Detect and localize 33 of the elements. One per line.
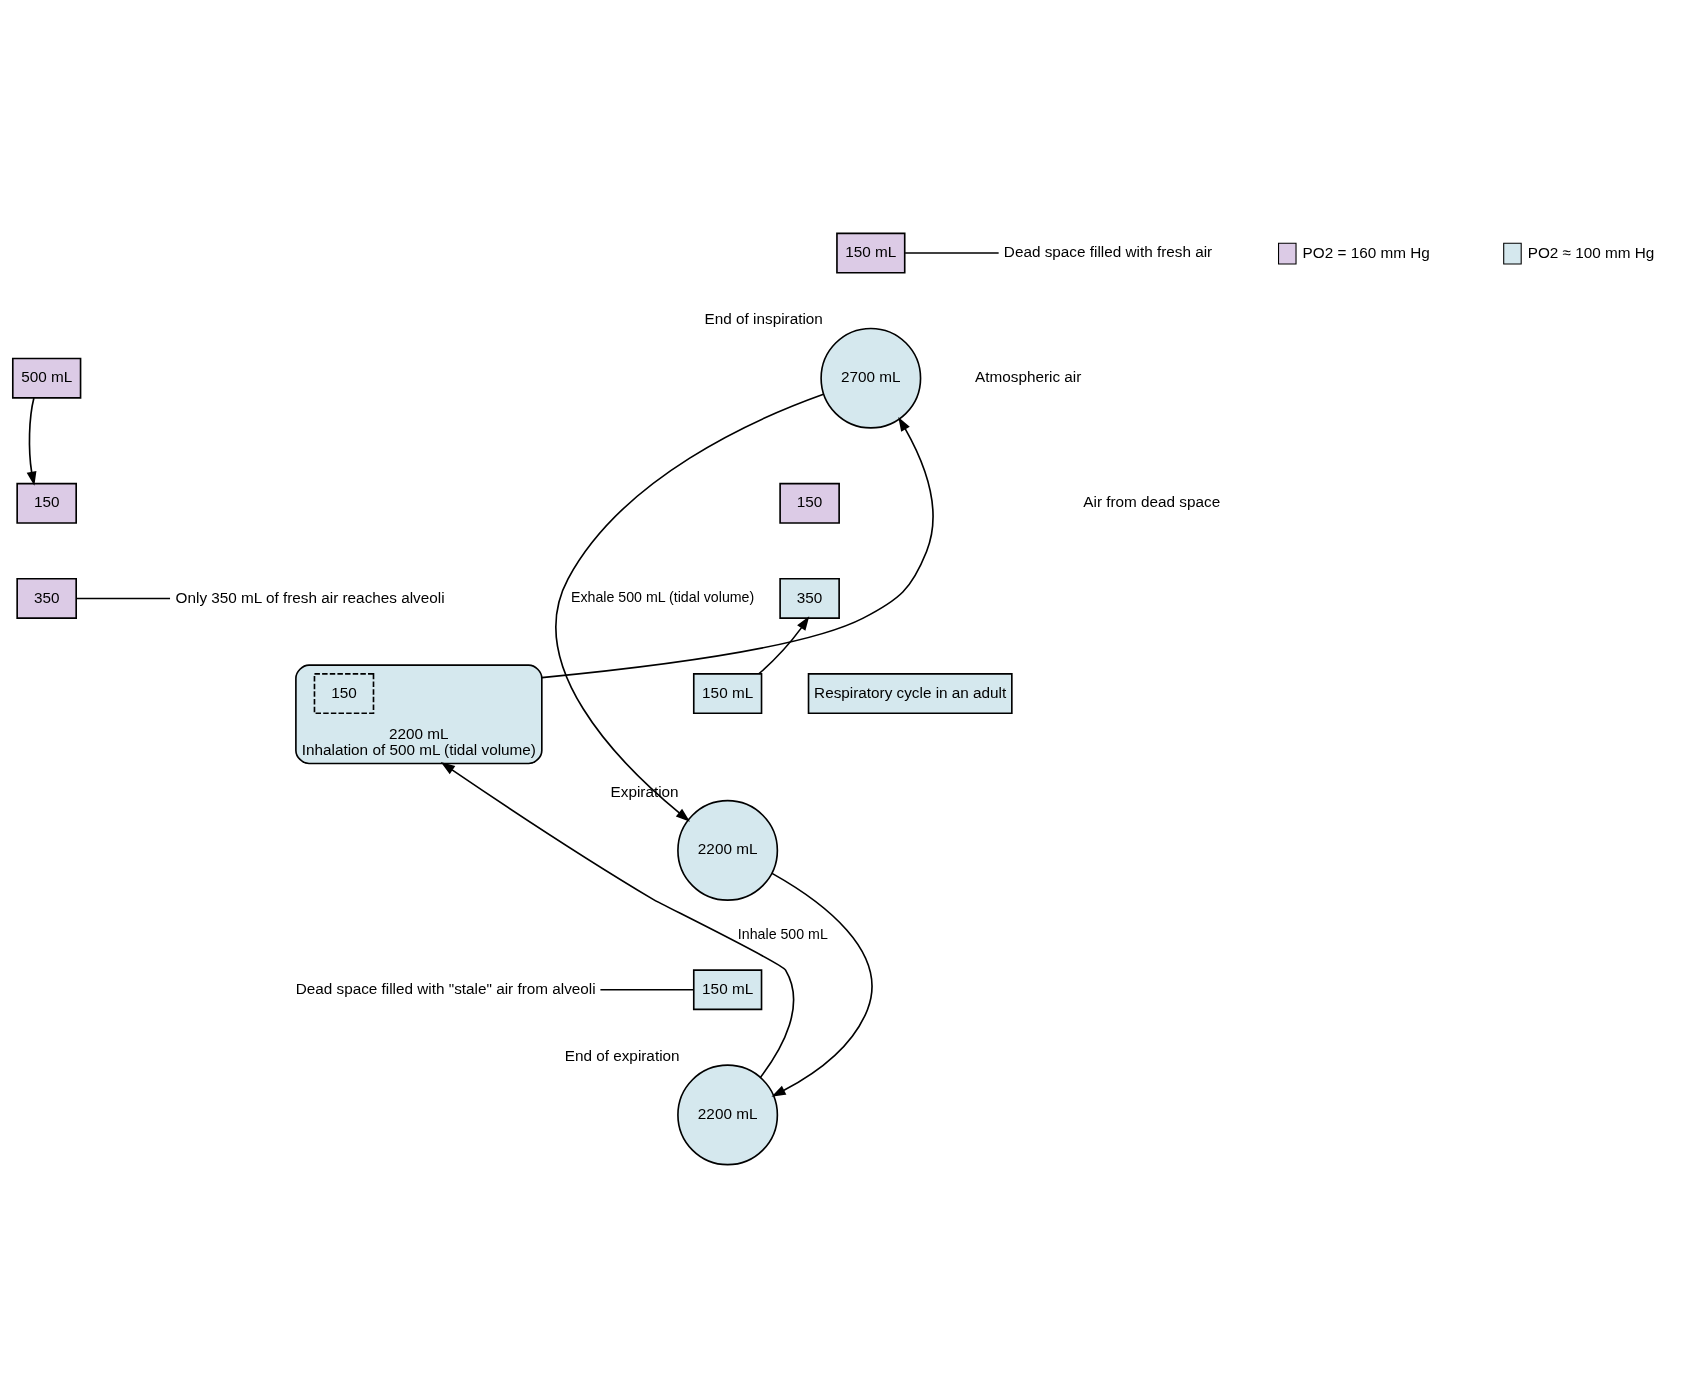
node-text: Dead space filled with "stale" air from alveoli [295,979,596,997]
arrow [555,392,825,822]
node-box: 150 mL [692,968,763,1010]
node-label: Inhalation of 500 mL (tidal volume) [301,740,536,758]
node-box: 150 mL [692,672,763,714]
arrow [758,615,810,674]
node-text: Dead space filled with fresh air [1003,242,1213,260]
node-box: 500 mL [11,357,82,399]
label: Air from dead space [1083,492,1221,510]
node-label: End of inspiration [704,309,823,327]
node-label: End of expiration [564,1046,680,1064]
arrow [771,872,873,1097]
arrow [541,416,934,678]
node-circle: 2200 mL [677,1063,779,1165]
node-box: 150 [16,482,77,524]
legend-label: PO2 = 160 mm Hg [1302,243,1430,261]
node-circle: 2700 mL [820,327,922,429]
arrow [440,761,795,1078]
node-box: Respiratory cycle in an adult [807,672,1013,714]
arrow [26,396,37,486]
node-text: Only 350 mL of fresh air reaches alveoli [175,587,445,605]
node-box: 350 [779,577,840,619]
connector [75,597,171,599]
edge-label: Inhale 500 mL [737,925,828,942]
legend-label: PO2 ≈ 100 mm Hg [1527,243,1655,261]
node-box: 150 mL [836,232,906,274]
label: Atmospheric air [975,367,1082,385]
node-box: 350 [16,577,77,619]
node-box: 150 [779,482,840,524]
edge-label: Exhale 500 mL (tidal volume) [571,588,755,605]
node-box: 150 [313,672,375,714]
connector [599,988,695,991]
connector [904,251,1000,254]
